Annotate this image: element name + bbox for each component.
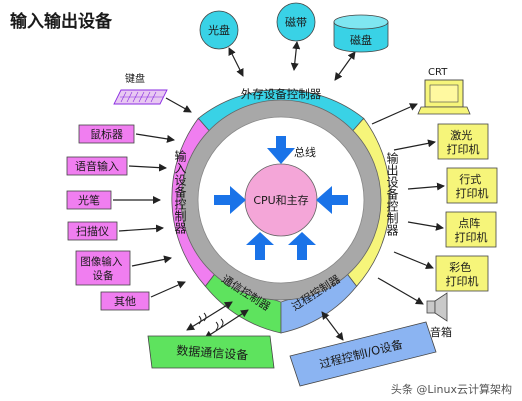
process-device-node — [289, 321, 437, 387]
output-device-dotmatrix-line1: 点阵 — [458, 216, 480, 230]
bus-arrow-bottom-right — [288, 232, 316, 260]
output-device-laser-line2: 打印机 — [447, 142, 480, 156]
speaker-icon — [426, 292, 448, 322]
tape-label: 磁带 — [285, 16, 307, 29]
input-device-image-label: 图像输入 设备 — [80, 255, 125, 282]
output-device-color-line1: 彩色 — [449, 260, 471, 274]
diagram-title: 输入输出设备 — [10, 11, 113, 32]
output-device-line — [446, 167, 498, 204]
output-device-color-label: 彩色 打印机 — [446, 260, 479, 288]
output-devices: 激光 打印机 行式 打印机 点阵 打印机 彩色 打印机 — [393, 123, 498, 292]
comm-device-node — [147, 335, 275, 369]
crt-label: CRT — [428, 67, 448, 78]
optical-disc-node — [199, 10, 239, 50]
disk-label: 磁盘 — [350, 33, 372, 47]
input-device-voice — [66, 156, 128, 176]
input-device-lightpen-label: 光笔 — [78, 193, 100, 207]
bus-arrows — [214, 136, 348, 260]
bus-arrow-right — [316, 186, 348, 214]
disk-node — [333, 14, 389, 53]
keyboard-icon — [113, 89, 168, 105]
bus-arrow-left — [214, 186, 246, 214]
comm-device-label: 数据通信设备 — [176, 343, 249, 363]
tape-node — [276, 2, 316, 42]
input-device-other-label: 其他 — [114, 295, 136, 308]
input-device-image — [75, 250, 131, 286]
input-device-mouse — [78, 124, 135, 144]
keyboard-label: 键盘 — [125, 72, 145, 85]
output-device-laser — [437, 123, 489, 160]
watermark: 头条 @Linux云计算架构 — [391, 382, 512, 396]
core-label: CPU和主存 — [253, 193, 308, 207]
input-device-scanner — [67, 221, 118, 241]
output-device-color — [435, 255, 489, 292]
crt-monitor-icon — [417, 79, 471, 115]
input-device-image-label-line2: 设备 — [93, 269, 114, 282]
optical-disc-label: 光盘 — [208, 23, 230, 37]
input-devices: 鼠标器 语音输入 光笔 扫描仪 图像输入 设备 其他 — [66, 124, 186, 311]
speaker-label: 音箱 — [430, 325, 452, 339]
output-device-laser-label: 激光 打印机 — [447, 128, 480, 156]
ring-top-label: 外存设备控制器 — [241, 87, 322, 101]
output-device-laser-line1: 激光 — [450, 128, 472, 142]
input-device-voice-label: 语音输入 — [75, 159, 119, 173]
input-device-image-label-line1: 图像输入 — [80, 255, 122, 268]
output-device-line-label: 行式 打印机 — [456, 173, 489, 200]
top-devices: 光盘 磁带 磁盘 — [199, 2, 389, 81]
output-device-line-line2: 打印机 — [456, 186, 489, 200]
bus-label: 总线 — [294, 145, 316, 159]
ring-left-label: 输入设备控制器 — [173, 149, 187, 235]
ring-right-label: 输出设备控制器 — [385, 151, 399, 237]
output-device-dotmatrix — [445, 211, 497, 248]
output-device-line-line1: 行式 — [459, 173, 481, 186]
input-device-scanner-label: 扫描仪 — [76, 224, 109, 238]
input-device-other — [100, 291, 150, 311]
output-device-dotmatrix-label: 点阵 打印机 — [455, 216, 488, 244]
input-device-lightpen — [66, 190, 112, 210]
bus-arrow-top — [267, 136, 295, 164]
input-device-mouse-label: 鼠标器 — [90, 127, 123, 141]
output-device-dotmatrix-line2: 打印机 — [455, 230, 488, 244]
output-device-color-line2: 打印机 — [446, 274, 479, 288]
comm-connector — [186, 301, 249, 339]
bus-arrow-bottom-left — [246, 232, 274, 260]
